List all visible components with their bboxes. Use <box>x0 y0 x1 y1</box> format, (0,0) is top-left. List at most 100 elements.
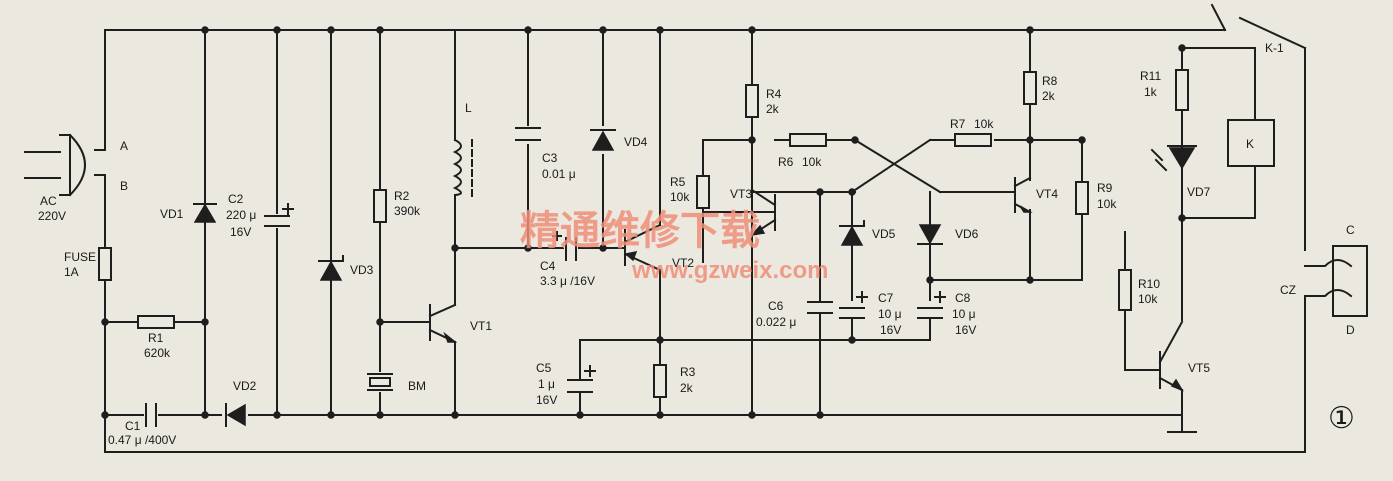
label-c2-value-1: 220 μ <box>226 208 256 222</box>
label-r9-value: 10k <box>1097 197 1117 211</box>
label-cz: CZ <box>1280 283 1296 297</box>
figure-number: ① <box>1328 401 1355 436</box>
label-vt4: VT4 <box>1036 187 1058 201</box>
label-r11-value: 1k <box>1144 85 1158 99</box>
vd4-diode-icon <box>590 129 616 151</box>
label-c2-value-2: 16V <box>230 225 251 239</box>
vd1-diode-icon <box>193 203 217 223</box>
label-r8: R8 <box>1042 74 1058 88</box>
label-r9: R9 <box>1097 181 1113 195</box>
label-vd7: VD7 <box>1187 185 1211 199</box>
r1-resistor-icon <box>137 315 175 329</box>
label-fuse: FUSE <box>64 250 96 264</box>
label-vt2: VT2 <box>672 256 694 270</box>
component-labels: A B AC 220V FUSE 1A R1 620k C1 0.47 μ /4… <box>38 41 1355 447</box>
label-c4: C4 <box>540 259 556 273</box>
label-r10: R10 <box>1138 277 1160 291</box>
c7-capacitor-icon <box>839 291 868 319</box>
label-c6-value: 0.022 μ <box>756 315 796 329</box>
label-r7-value: 10k <box>974 117 994 131</box>
vd2-diode-icon <box>222 403 248 427</box>
label-r2: R2 <box>394 189 410 203</box>
vd3-zener-icon <box>318 255 344 281</box>
label-c6: C6 <box>768 299 784 313</box>
r11-resistor-icon <box>1175 69 1189 111</box>
label-r3: R3 <box>680 365 696 379</box>
relay-k-icon <box>1227 119 1275 167</box>
label-c8-value-2: 16V <box>955 323 976 337</box>
ac-plug-icon <box>24 133 106 197</box>
label-vd2: VD2 <box>233 379 257 393</box>
label-vt5: VT5 <box>1188 361 1210 375</box>
label-c7: C7 <box>878 291 894 305</box>
vd6-diode-icon <box>917 224 943 245</box>
label-r10-value: 10k <box>1138 292 1158 306</box>
label-c3: C3 <box>542 151 558 165</box>
c3-capacitor-icon <box>515 127 541 141</box>
label-socket-c: C <box>1346 223 1355 237</box>
r3-resistor-icon <box>653 364 667 398</box>
label-k1: K-1 <box>1265 41 1284 55</box>
r7-resistor-icon <box>954 133 992 147</box>
vd7-led-icon <box>1150 145 1197 172</box>
label-c1: C1 <box>125 419 141 433</box>
label-r1-value: 620k <box>144 346 171 360</box>
label-c5-value-2: 16V <box>536 393 557 407</box>
label-r4-value: 2k <box>766 102 780 116</box>
label-ac-voltage: 220V <box>38 209 66 223</box>
label-c5-value-1: 1 μ <box>538 377 555 391</box>
label-vt1: VT1 <box>470 319 492 333</box>
label-fuse-value: 1A <box>64 265 79 279</box>
label-c8-value-1: 10 μ <box>952 307 976 321</box>
vd5-zener-icon <box>839 220 865 246</box>
label-r2-value: 390k <box>394 204 421 218</box>
label-r6-value: 10k <box>802 155 822 169</box>
label-k: K <box>1246 137 1254 151</box>
label-c4-value: 3.3 μ /16V <box>540 274 595 288</box>
socket-cz-icon <box>1304 245 1368 317</box>
fuse-icon <box>98 247 112 281</box>
label-socket-d: D <box>1346 323 1355 337</box>
label-plug-a: A <box>120 139 128 153</box>
r2-resistor-icon <box>373 189 387 223</box>
label-r6: R6 <box>778 155 794 169</box>
r9-resistor-icon <box>1075 181 1089 215</box>
l-inductor-icon <box>452 138 473 201</box>
label-r8-value: 2k <box>1042 89 1056 103</box>
r4-resistor-icon <box>745 84 759 118</box>
vt3-transistor-icon <box>702 188 777 237</box>
label-c7-value-2: 16V <box>880 323 901 337</box>
label-vt3: VT3 <box>730 187 752 201</box>
label-r5: R5 <box>670 175 686 189</box>
label-vd4: VD4 <box>624 135 648 149</box>
label-r7: R7 <box>950 117 966 131</box>
label-r3-value: 2k <box>680 381 694 395</box>
label-c7-value-1: 10 μ <box>878 307 902 321</box>
c8-capacitor-icon <box>917 291 946 319</box>
label-vd5: VD5 <box>872 227 896 241</box>
r5-resistor-icon <box>696 175 710 209</box>
label-vd6: VD6 <box>955 227 979 241</box>
vt5-transistor-icon <box>1158 320 1184 392</box>
r10-resistor-icon <box>1118 269 1132 311</box>
c1-capacitor-icon <box>144 403 158 427</box>
label-bm: BM <box>408 379 426 393</box>
label-c5: C5 <box>536 361 552 375</box>
watermark-text-cn: 精通维修下载 <box>520 208 760 254</box>
label-c1-value: 0.47 μ /400V <box>108 433 176 447</box>
watermark-text-url: www.gzweix.com <box>631 257 829 284</box>
vt4-transistor-icon <box>939 176 1033 214</box>
label-r5-value: 10k <box>670 190 690 204</box>
label-c3-value: 0.01 μ <box>542 167 576 181</box>
c6-capacitor-icon <box>807 301 833 314</box>
c2-capacitor-icon <box>264 203 294 228</box>
r6-resistor-icon <box>789 133 827 147</box>
r8-resistor-icon <box>1023 71 1037 105</box>
label-vd1: VD1 <box>160 207 184 221</box>
label-c8: C8 <box>955 291 971 305</box>
vt2-transistor-icon <box>623 223 662 272</box>
c5-capacitor-icon <box>567 365 596 393</box>
bm-buzzer-icon <box>366 372 394 392</box>
